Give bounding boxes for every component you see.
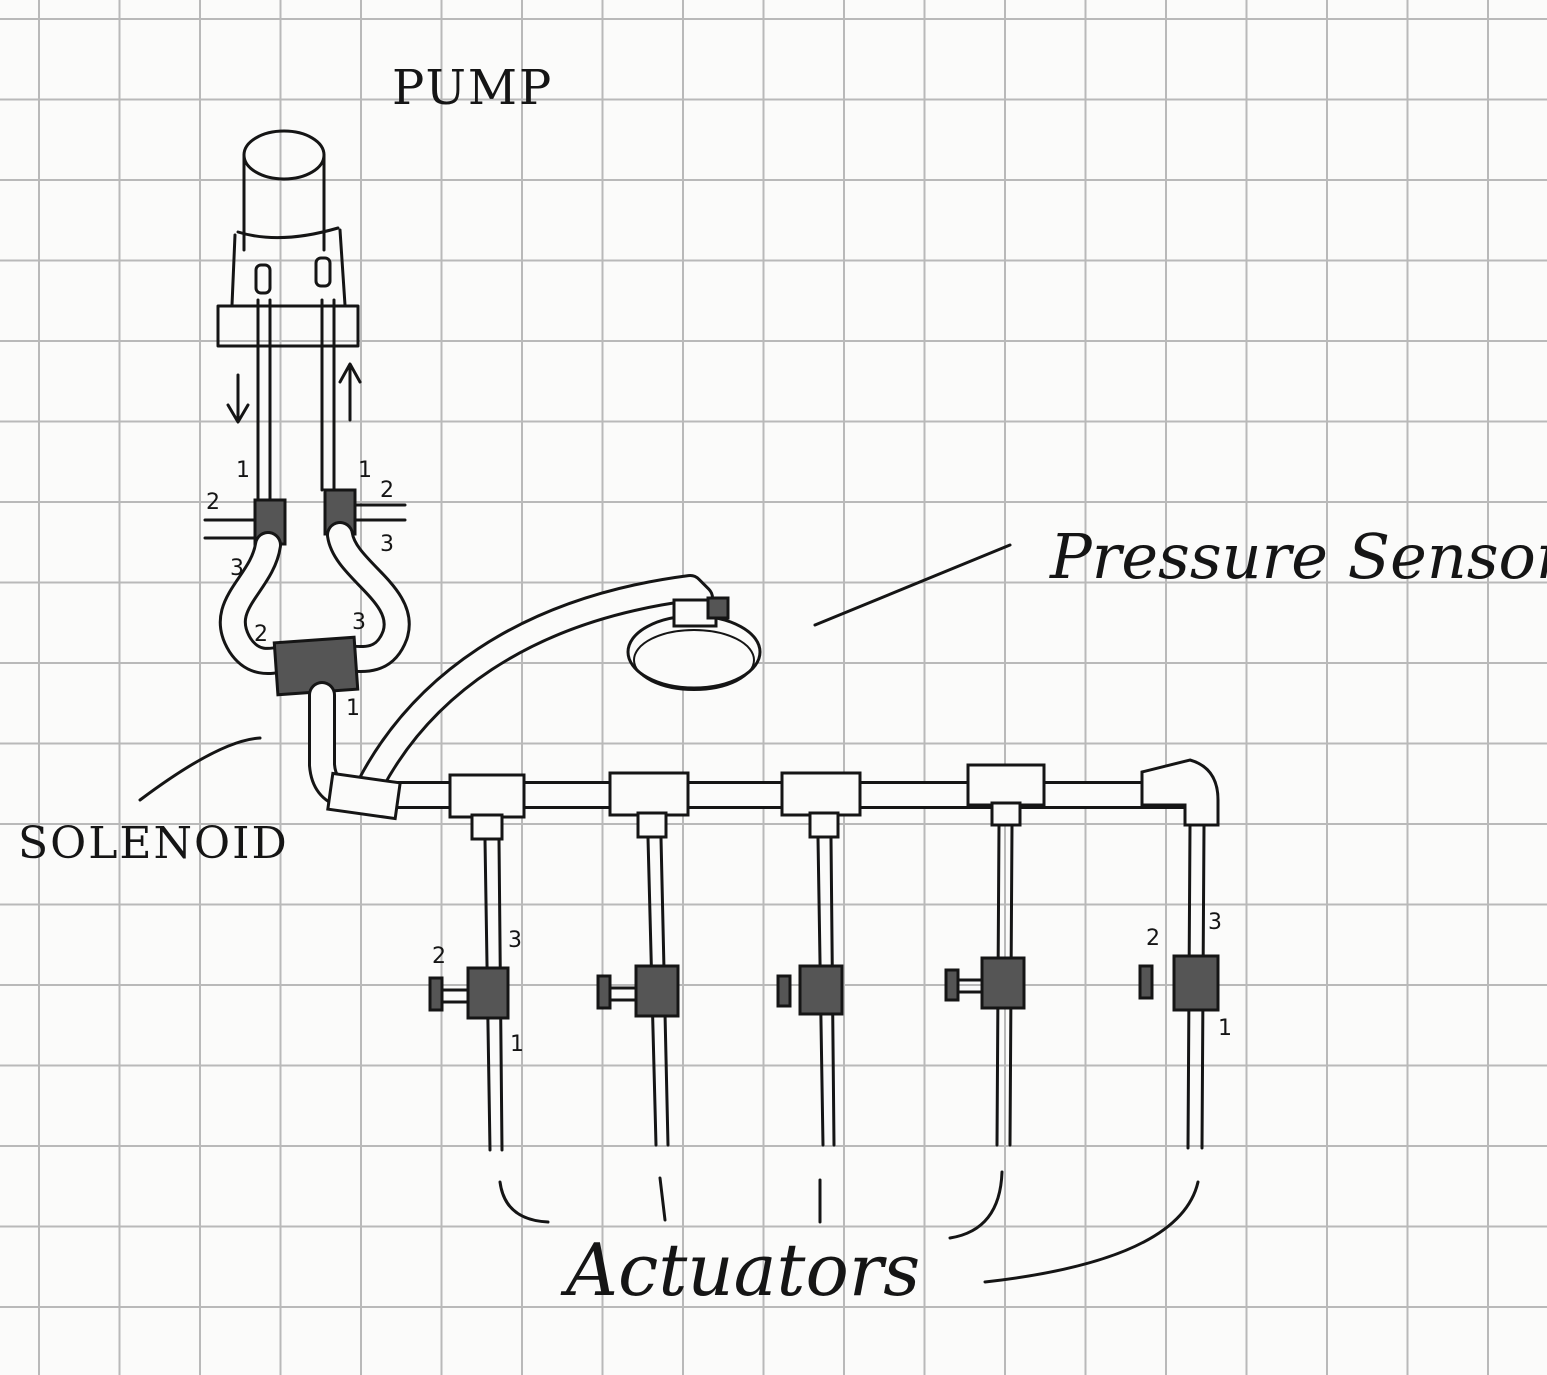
manifold-tee-4 [966,763,1046,827]
port-number: 3 [230,556,244,581]
actuator-valve-5 [1138,954,1220,1012]
port-number: 1 [236,458,250,483]
manifold-elbow [1140,758,1220,827]
flow-up-arrow-icon [338,362,362,422]
actuators-label: Actuators [566,1228,921,1312]
port-number: 2 [1146,926,1160,951]
port-number: 2 [380,478,394,503]
actuator-valve-3 [776,964,844,1016]
manifold-tee-2 [608,771,690,839]
port-number: 2 [254,622,268,647]
port-number: 1 [1218,1016,1232,1041]
port-number: 1 [346,696,360,721]
port-number: 3 [352,610,366,635]
actuator-valve-4 [944,956,1026,1010]
manifold-tee-1 [448,773,526,841]
port-number: 1 [510,1032,524,1057]
port-number: 3 [508,928,522,953]
pump-icon [216,129,360,348]
pressure-sensor-icon [626,596,762,691]
manifold-tee-3 [780,771,862,839]
port-number: 1 [358,458,372,483]
actuator-valve-2 [596,964,680,1018]
flow-down-arrow-icon [226,373,250,424]
port-number: 3 [380,532,394,557]
port-number: 2 [432,944,446,969]
pump-label: PUMP [392,60,554,116]
solenoid-label: SOLENOID [18,818,289,869]
pressure-sensor-label: Pressure Sensor [1050,520,1547,593]
actuator-valve-1 [428,966,510,1020]
port-number: 2 [206,490,220,515]
port-number: 3 [1208,910,1222,935]
